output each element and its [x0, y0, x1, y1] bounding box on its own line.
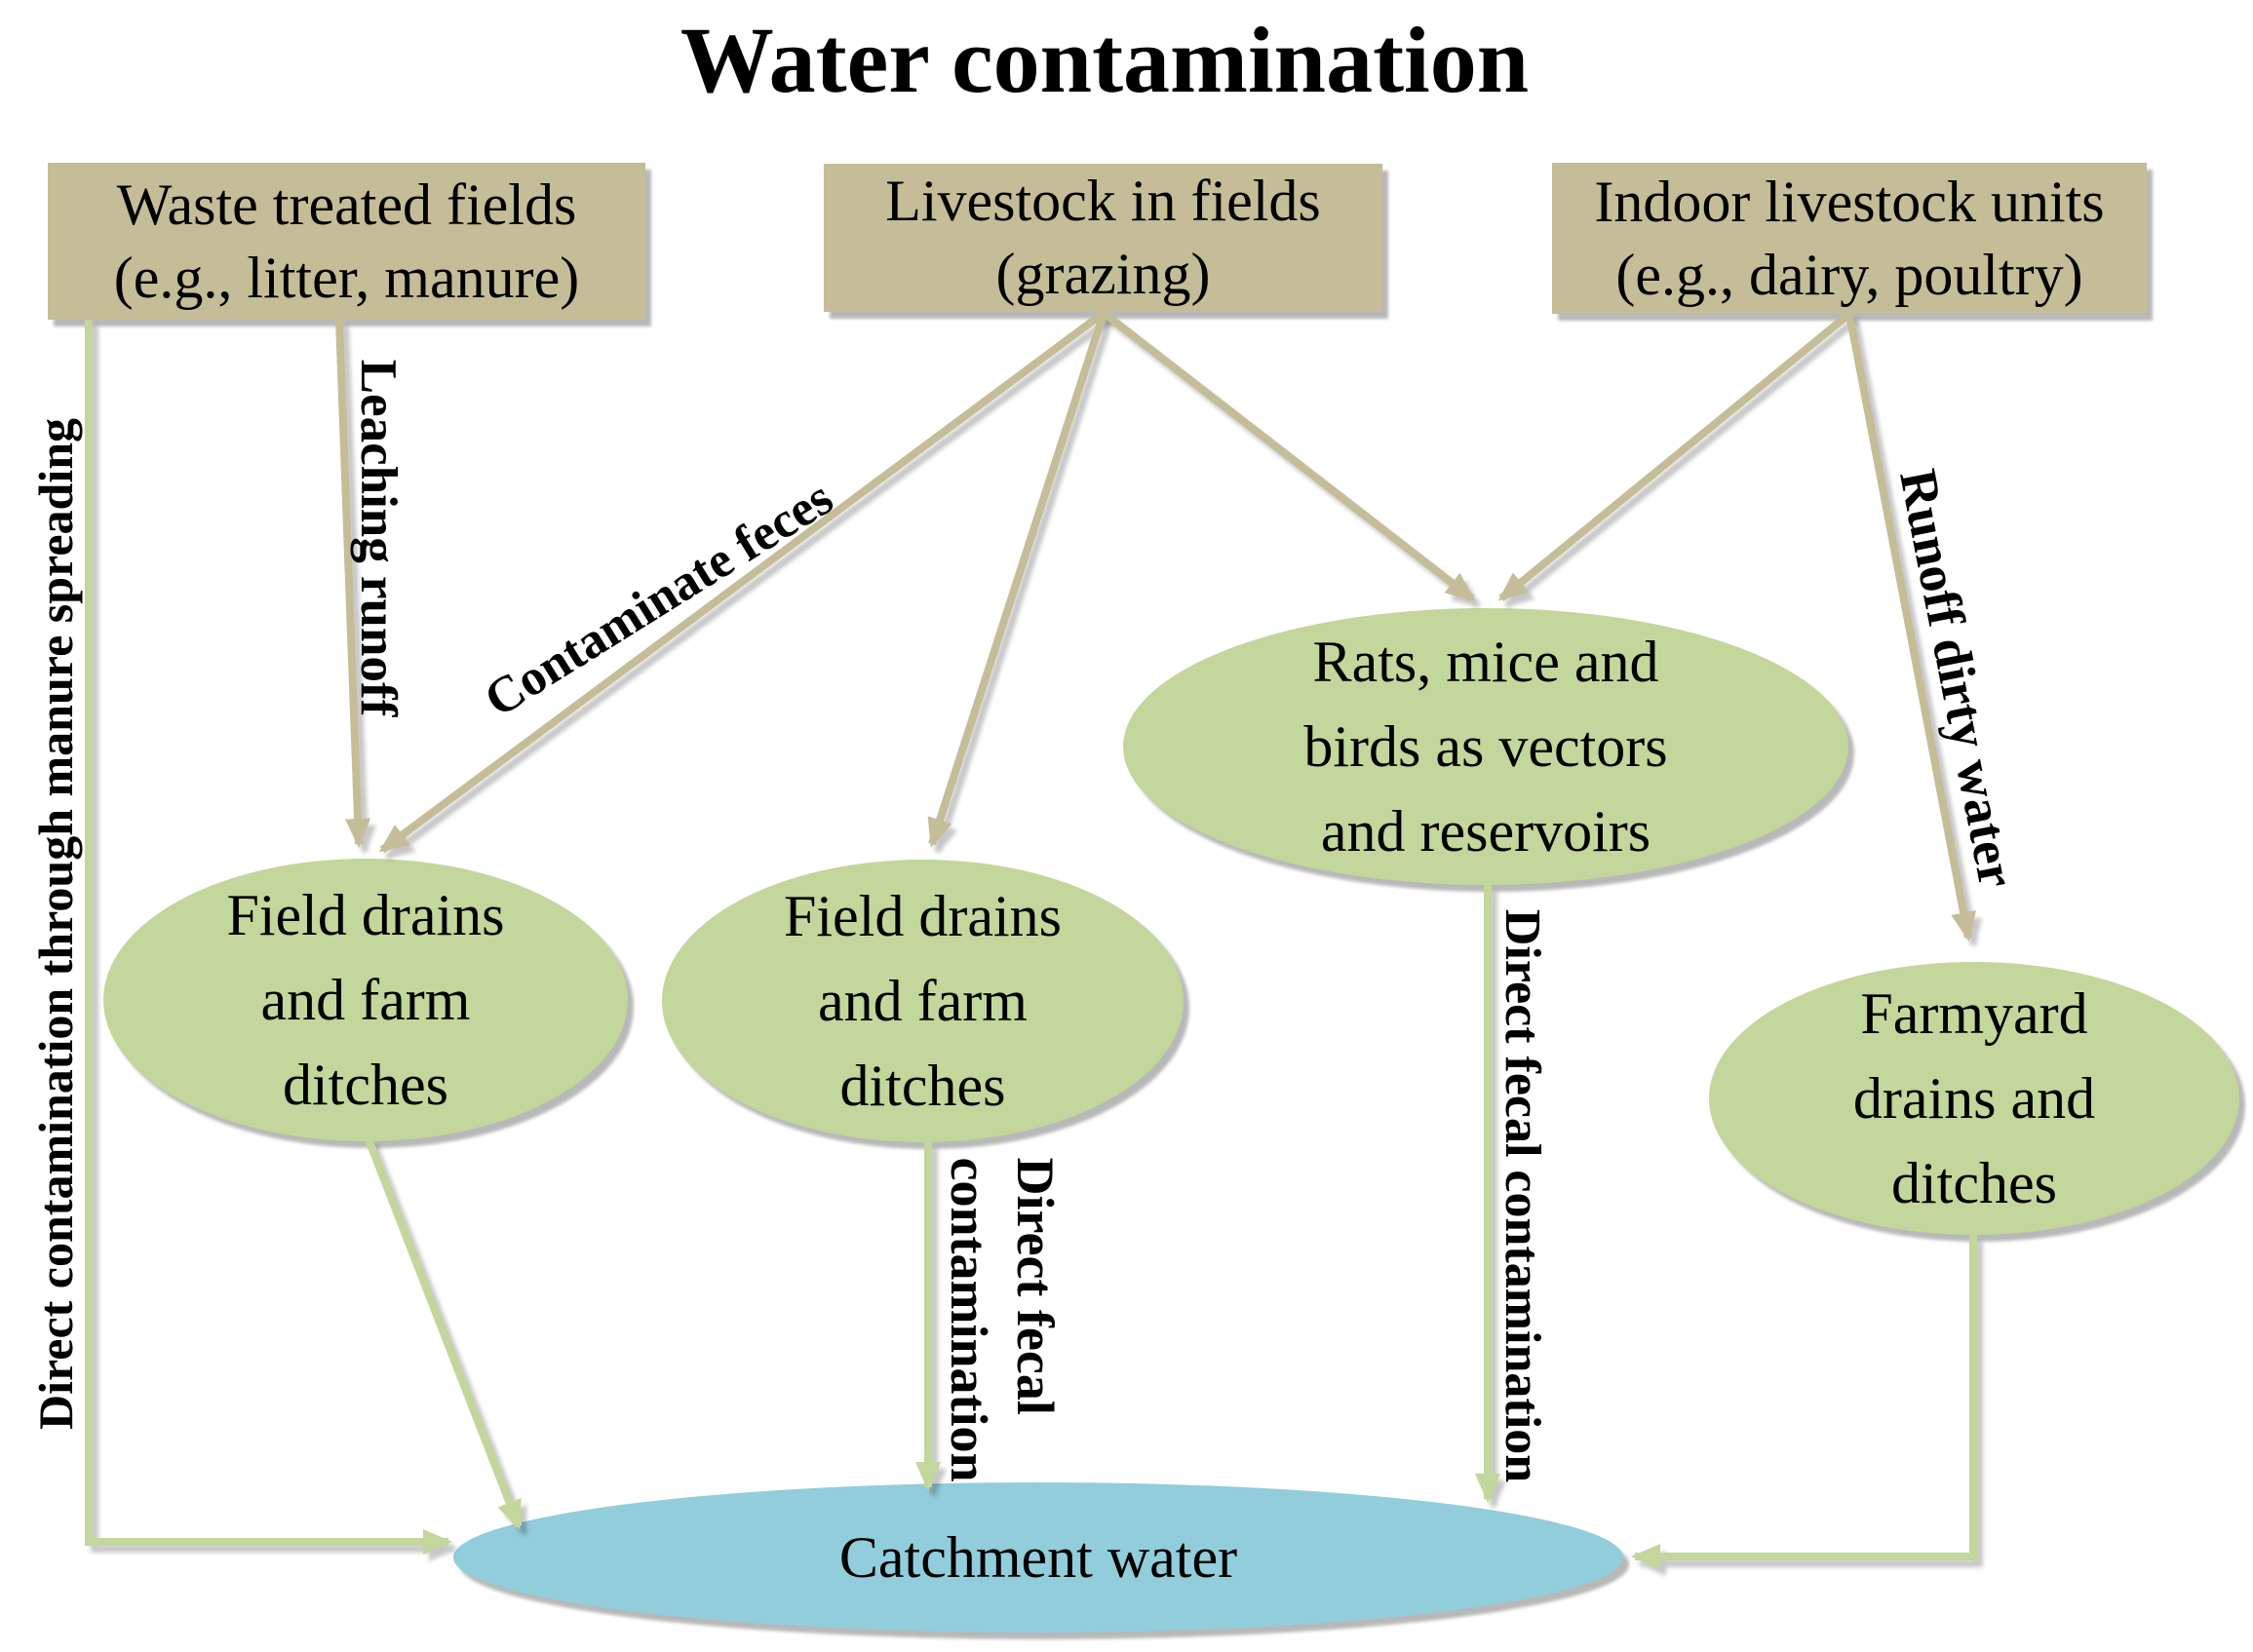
edge-contaminate-feces [378, 309, 1107, 854]
node-rats-mice-birds: Rats, mice and birds as vectors and rese… [1123, 608, 1848, 885]
edge-farmyard-to-catchment [1631, 1235, 1977, 1569]
node-waste-treated-fields: Waste treated fields (e.g., litter, manu… [48, 163, 645, 320]
page-title: Water contamination [680, 8, 1530, 112]
node-catchment-water: Catchment water [453, 1482, 1623, 1633]
node-field-drains-left: Field drains and farm ditches [103, 859, 628, 1141]
node-indoor-livestock-units: Indoor livestock units (e.g., dairy, pou… [1552, 163, 2147, 314]
node-field-drains-middle: Field drains and farm ditches [662, 860, 1184, 1142]
node-farmyard-drains: Farmyard drains and ditches [1709, 962, 2239, 1235]
edge-direct-manure-spreading [85, 320, 452, 1555]
edge-livestock-to-rats [1101, 309, 1476, 602]
edge-runoff-dirty-water [1845, 313, 1976, 941]
edge-livestock-to-middrains [927, 311, 1107, 848]
node-livestock-in-fields: Livestock in fields (grazing) [824, 164, 1382, 312]
edge-leaching-runoff [335, 319, 371, 848]
edge-leftdrains-to-catchment [365, 1137, 523, 1530]
edge-indoor-to-rats [1497, 310, 1852, 602]
